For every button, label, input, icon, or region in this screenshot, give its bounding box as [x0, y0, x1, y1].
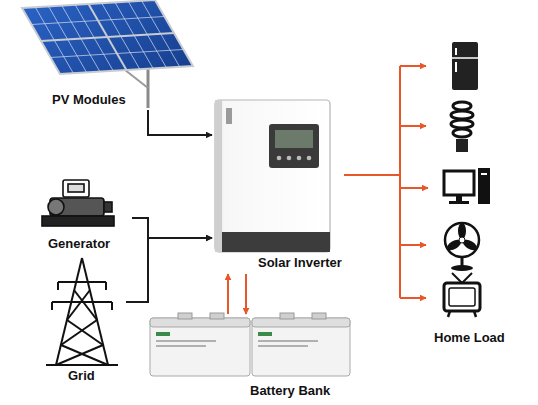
load-bus	[400, 66, 426, 298]
battery-node: Battery Bank	[146, 314, 354, 402]
pv-panel	[22, 0, 193, 108]
inverter-node: Solar Inverter	[212, 98, 344, 274]
generator-node: Generator	[38, 176, 132, 254]
load-node: Home Load	[428, 36, 520, 348]
bulb-icon	[451, 102, 473, 152]
power-connector	[148, 110, 212, 135]
battery-pack	[150, 313, 350, 376]
power-connector	[245, 274, 247, 314]
power-connector	[126, 238, 212, 302]
node-label: Solar Inverter	[258, 255, 342, 270]
power-connector	[132, 218, 212, 238]
generator-icon	[42, 180, 114, 226]
node-label: Grid	[68, 368, 95, 383]
node-label: PV Modules	[52, 92, 126, 107]
pv-node: PV Modules	[20, 0, 200, 110]
grid-node: Grid	[40, 255, 126, 385]
node-label: Battery Bank	[250, 383, 330, 398]
node-label: Home Load	[434, 330, 505, 345]
fridge-icon	[452, 42, 478, 90]
inverter-unit	[215, 100, 330, 252]
tv-icon	[444, 273, 480, 317]
power-connector	[227, 274, 229, 314]
computer-icon	[444, 168, 490, 204]
power-connector	[344, 175, 428, 188]
node-label: Generator	[48, 236, 110, 251]
transmission-tower	[46, 258, 118, 365]
fan-icon	[445, 223, 479, 271]
